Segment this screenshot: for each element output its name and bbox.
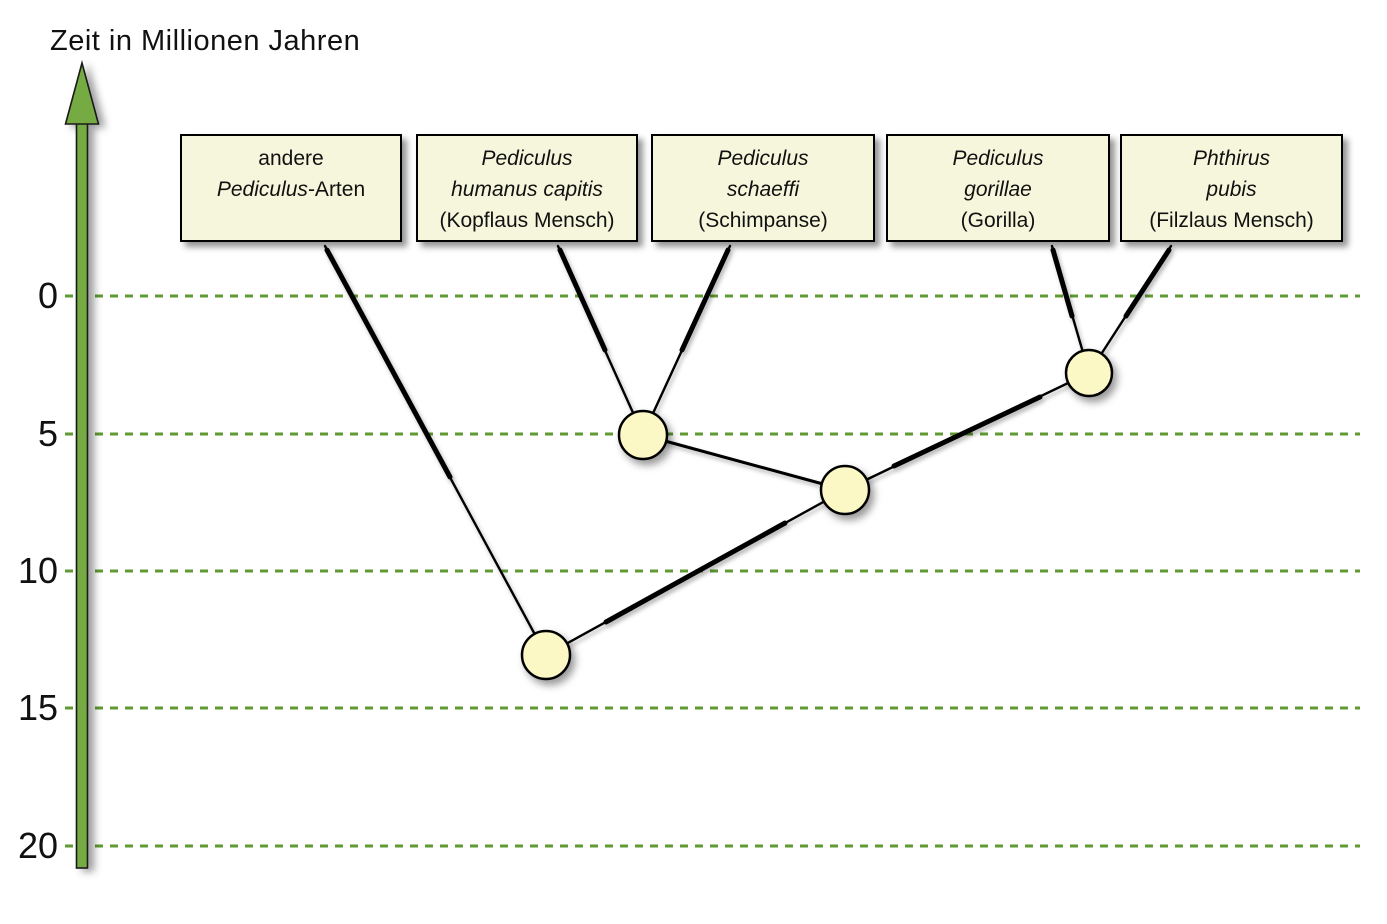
- species-box-line: humanus capitis: [451, 178, 603, 201]
- node-clade-7mya: [819, 464, 871, 516]
- species-box-line: Pediculus: [481, 147, 573, 170]
- species-box-line: schaeffi: [726, 178, 800, 201]
- branch-root-to-node7-stroke: [603, 520, 788, 625]
- divergence-nodes: [520, 348, 1114, 681]
- species-box-line: Pediculus: [717, 147, 809, 170]
- node-root-13mya: [520, 629, 572, 681]
- species-box-line: Phthirus: [1192, 147, 1271, 170]
- species-box-pediculus-gorillae: Pediculus gorillae (Gorilla): [886, 134, 1110, 242]
- species-box-pediculus-humanus-capitis: Pediculus humanus capitis (Kopflaus Mens…: [416, 134, 638, 242]
- species-box-line: Pediculus-Arten: [216, 178, 366, 201]
- tick-label-15: 15: [17, 687, 58, 728]
- time-axis-shaft: [75, 111, 89, 869]
- tick-label-20: 20: [17, 825, 58, 866]
- tick-label-10: 10: [17, 550, 58, 591]
- node-gorillae-pubis-3mya: [1064, 348, 1114, 398]
- species-box-line: (Filzlaus Mensch): [1149, 209, 1314, 232]
- branch-humanus-to-node5-stroke: [557, 247, 608, 353]
- species-box-line: (Schimpanse): [698, 209, 828, 232]
- tree-branches: [323, 244, 1173, 657]
- tick-label-0: 0: [37, 275, 58, 316]
- axis-title: Zeit in Millionen Jahren: [50, 25, 361, 57]
- species-box-line: (Gorilla): [960, 209, 1036, 232]
- branch-node5-to-node7: [641, 433, 847, 492]
- species-box-pediculus-schaeffi: Pediculus schaeffi (Schimpanse): [651, 134, 875, 242]
- time-axis-arrowhead: [64, 59, 100, 125]
- time-axis-arrow: [64, 59, 100, 869]
- branch-gorillae-to-node3-stroke: [1050, 247, 1075, 319]
- species-box-andere-pediculus-arten: andere Pediculus-Arten: [180, 134, 402, 242]
- species-box-line: Pediculus: [952, 147, 1044, 170]
- tick-label-5: 5: [37, 413, 58, 454]
- species-box-line: andere: [258, 147, 324, 170]
- branch-schaeffi-to-node5-stroke: [679, 247, 731, 353]
- branch-node7-to-node3-stroke: [891, 394, 1043, 469]
- species-box-line: gorillae: [964, 178, 1032, 201]
- branch-pubis-to-node3-stroke: [1123, 247, 1172, 319]
- species-box-line: (Kopflaus Mensch): [439, 209, 615, 232]
- branch-andere-to-root-stroke: [324, 247, 453, 480]
- node-humanus-schaeffi-5mya: [617, 409, 669, 461]
- species-box-phthirus-pubis: Phthirus pubis (Filzlaus Mensch): [1120, 134, 1343, 242]
- species-box-line: pubis: [1206, 178, 1257, 201]
- gridlines: [65, 294, 1360, 848]
